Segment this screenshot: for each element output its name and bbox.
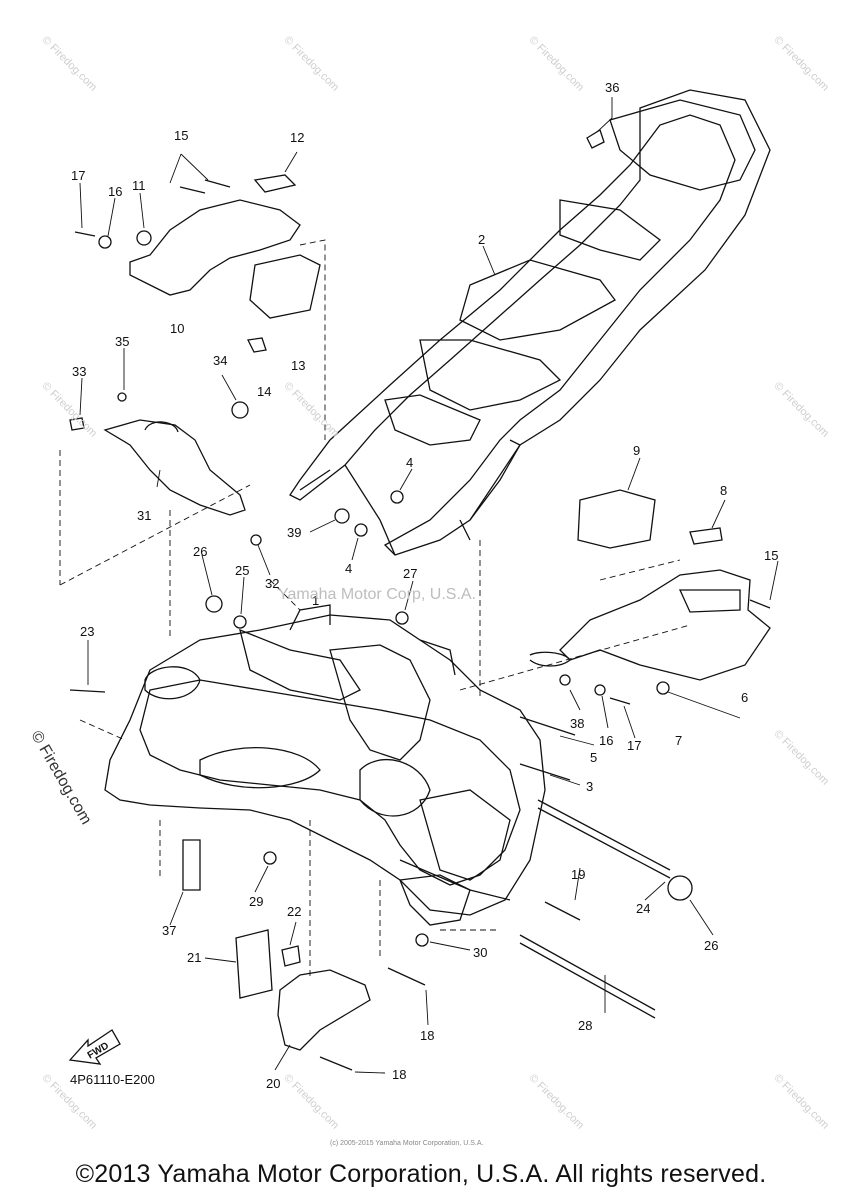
part-label: 16 [108,184,122,199]
part-label: 34 [213,353,227,368]
part-label: 8 [720,483,727,498]
part-label: 15 [764,548,778,563]
part-label: 22 [287,904,301,919]
bracket-31-outline [103,419,246,516]
pad-9-outline [577,489,656,549]
pad-37-outline [182,839,201,891]
part-label: 28 [578,1018,592,1033]
part-label: 11 [132,178,146,193]
part-label: 3 [586,779,593,794]
rear-frame-outline [289,89,771,556]
part-label: 17 [627,738,641,753]
label-leaders [79,97,779,1074]
part-label: 38 [570,716,584,731]
part-label: 35 [115,334,129,349]
part-label: 23 [80,624,94,639]
part-label: 26 [704,938,718,953]
part-label: 17 [71,168,85,183]
part-label: 10 [170,321,184,336]
bracket-20-outline [277,969,371,1051]
part-label: 19 [571,867,585,882]
part-label: 9 [633,443,640,458]
part-label: 4 [406,455,413,470]
part-label: 36 [605,80,619,95]
part-label: 33 [72,364,86,379]
part-label: 37 [162,923,176,938]
part-label: 25 [235,563,249,578]
part-label: 5 [590,750,597,765]
bracket-30-outline [399,874,471,926]
part-label: 27 [403,566,417,581]
part-label: 16 [599,733,613,748]
part-label: 24 [636,901,650,916]
part-label: 15 [174,128,188,143]
main-frame-outline [104,604,546,916]
part-label: 14 [257,384,271,399]
part-label: 12 [290,130,304,145]
tiny-copyright: (c) 2005-2015 Yamaha Motor Corporation, … [330,1140,484,1147]
fwd-arrow: FWD [68,1029,121,1065]
part-label: 39 [287,525,301,540]
center-watermark: Yamaha Motor Corp, U.S.A. [278,586,476,603]
part-label: 20 [266,1076,280,1091]
part-label: 2 [478,232,485,247]
part-label: 29 [249,894,263,909]
pad-21-outline [235,929,273,999]
part-label: 26 [193,544,207,559]
panel-13-outline [249,254,321,319]
diagram-code: 4P61110-E200 [70,1072,155,1087]
part-label: 13 [291,358,305,373]
part-label: 32 [265,576,279,591]
part-label: 4 [345,561,352,576]
fwd-label: FWD [86,1041,111,1062]
part-label: 18 [392,1067,406,1082]
part-label: 18 [420,1028,434,1043]
part-label: 7 [675,733,682,748]
bracket-6-outline [559,569,771,681]
part-label: 1 [312,593,319,608]
part-label: 21 [187,950,201,965]
part-labels: 15 12 17 16 11 36 2 10 13 35 34 33 14 9 … [71,80,778,1091]
part-label: 6 [741,690,748,705]
part-label: 31 [137,508,151,523]
copyright-footer: ©2013 Yamaha Motor Corporation, U.S.A. A… [75,1160,767,1188]
part-label: 30 [473,945,487,960]
leader-lines [59,239,691,980]
fairing-stay-outline [129,199,301,296]
